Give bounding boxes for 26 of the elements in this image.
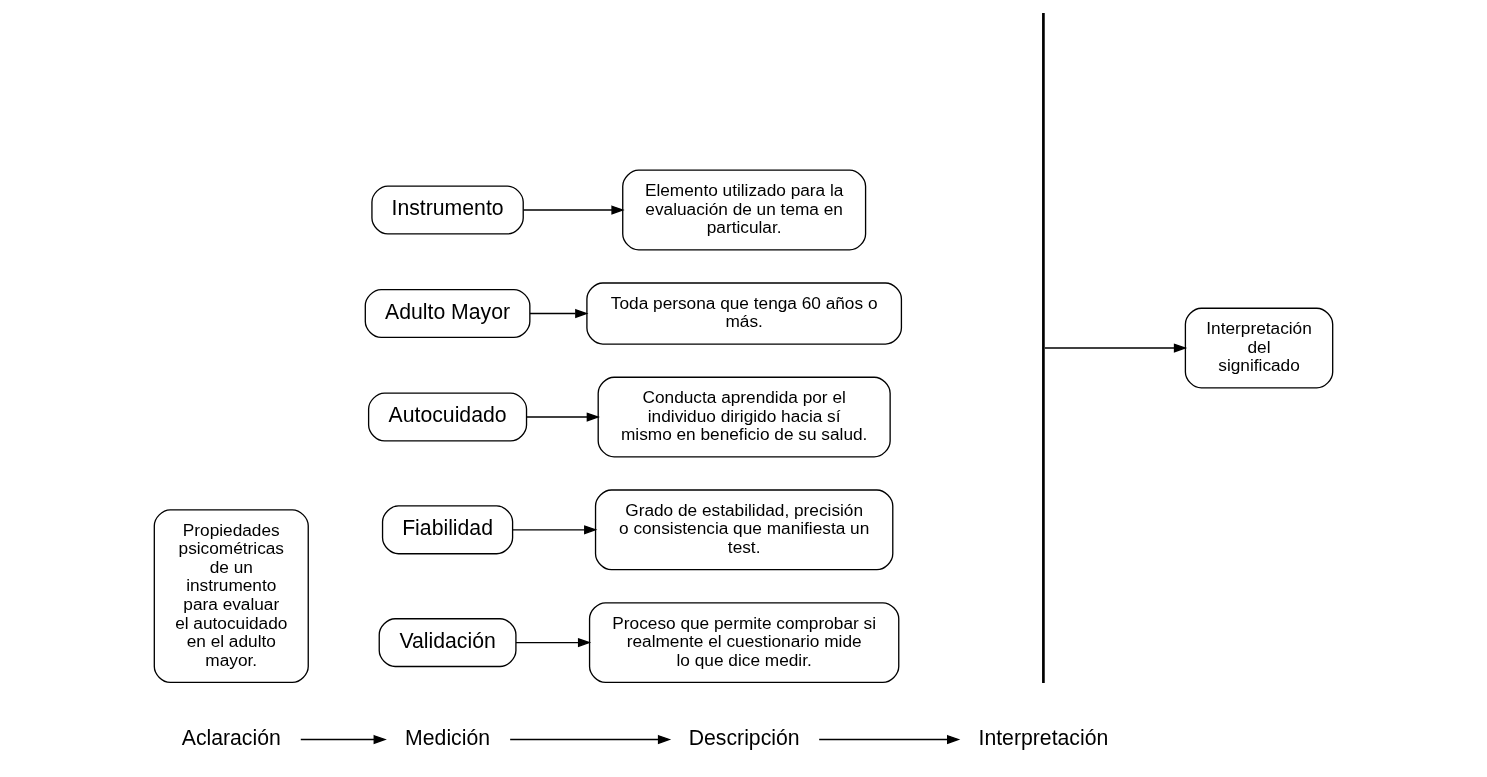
node-box: Propiedades psicométricas de un instrumento para evaluar el autocuidado en el adulto mayor. (153, 509, 309, 684)
node-box: Autocuidado (367, 392, 528, 442)
arrow (512, 525, 598, 535)
node-box: Conducta aprendida por el individuo dirigido hacia sí mismo en beneficio de su salud. (597, 376, 891, 458)
arrow (529, 308, 589, 319)
node-text: Medición (405, 725, 491, 749)
arrow (526, 412, 600, 422)
arrow (522, 205, 625, 215)
arrow (818, 734, 961, 745)
node-box: Toda persona que tenga 60 años o más. (586, 282, 903, 345)
node-box: Grado de estabilidad, precisión o consistencia que manifiesta un test. (594, 489, 894, 571)
node-box: Elemento utilizado para la evaluación de un tema en particular. (622, 169, 867, 251)
node-text: Aclaración (181, 725, 281, 749)
node-box: Proceso que permite comprobar si realmente el cuestionario mide lo que dice medir. (588, 602, 900, 684)
node-bar (1042, 12, 1045, 684)
node-box: Adulto Mayor (364, 288, 531, 339)
arrow (509, 734, 672, 745)
node-text: Descripción (688, 725, 800, 749)
node-text: Interpretación (978, 725, 1109, 749)
node-box: Interpretación del significado (1184, 307, 1334, 389)
node-box: Validación (378, 618, 517, 668)
arrow (300, 734, 387, 745)
node-box: Instrumento (371, 185, 524, 235)
node-box: Fiabilidad (381, 505, 514, 555)
arrow (1044, 343, 1188, 353)
arrow (515, 637, 592, 648)
